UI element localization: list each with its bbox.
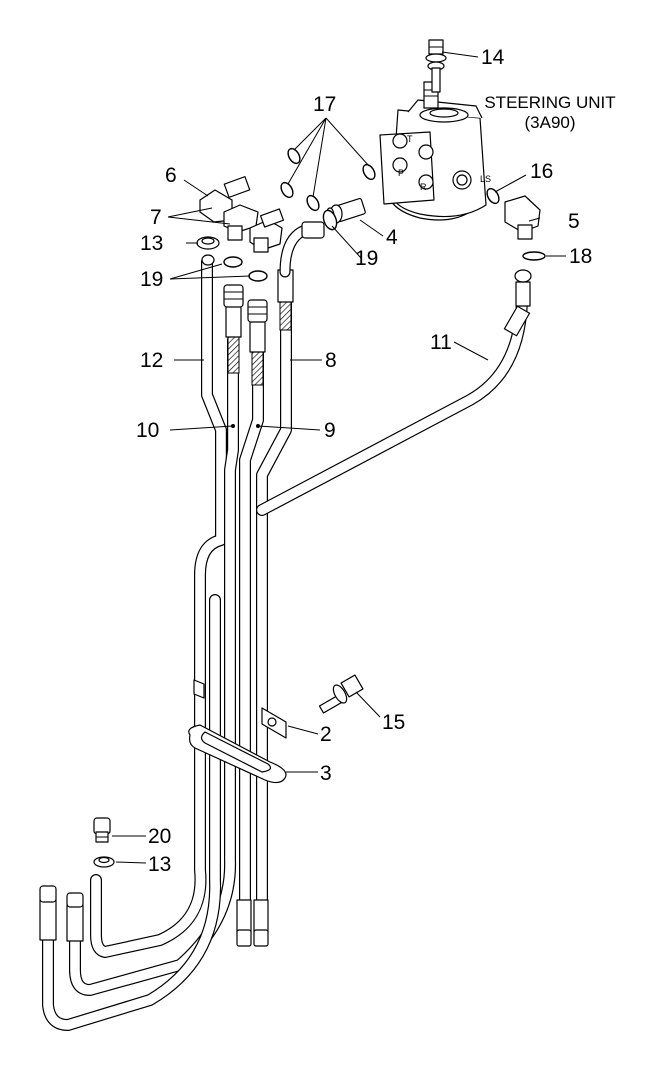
hose-fittings bbox=[39, 221, 532, 947]
elbow-7 bbox=[223, 204, 285, 253]
leader-dot bbox=[231, 424, 235, 428]
callout-8: 8 bbox=[325, 349, 337, 372]
pipe-8 bbox=[256, 294, 292, 911]
callout-15: 15 bbox=[382, 711, 405, 734]
clamp-3 bbox=[188, 724, 287, 784]
callout-6: 6 bbox=[165, 164, 177, 187]
clamp-2 bbox=[193, 679, 287, 739]
unit-model: (3A90) bbox=[524, 113, 575, 132]
port-label-ls: LS bbox=[480, 174, 491, 184]
callout-16: 16 bbox=[530, 160, 553, 183]
plug-20 bbox=[93, 817, 111, 843]
callout-3: 3 bbox=[320, 762, 332, 785]
callout-10: 10 bbox=[136, 419, 159, 442]
pipe-lower-outer bbox=[42, 594, 222, 1031]
callout-5: 5 bbox=[568, 210, 580, 233]
bolt-14 bbox=[425, 39, 447, 93]
callout-7: 7 bbox=[150, 206, 162, 229]
pipe-12 bbox=[90, 256, 227, 958]
callout-19-right: 19 bbox=[355, 247, 378, 270]
callout-13-upper: 13 bbox=[140, 232, 163, 255]
callout-12: 12 bbox=[140, 349, 163, 372]
callout-2: 2 bbox=[320, 723, 332, 746]
steering-unit: T P R LS bbox=[379, 81, 491, 221]
callout-4: 4 bbox=[386, 226, 398, 249]
callout-13-lower: 13 bbox=[148, 853, 171, 876]
callout-11: 11 bbox=[430, 331, 452, 354]
pipe-11 bbox=[256, 294, 528, 516]
callout-14: 14 bbox=[481, 46, 505, 69]
leader-dot bbox=[256, 424, 260, 428]
unit-title: STEERING UNIT bbox=[484, 93, 615, 112]
leader-lines bbox=[112, 51, 566, 864]
callout-20: 20 bbox=[148, 825, 171, 848]
elbow-5 bbox=[504, 195, 541, 240]
callout-9: 9 bbox=[324, 419, 336, 442]
port-label-r: R bbox=[420, 182, 427, 192]
callout-17: 17 bbox=[313, 93, 336, 116]
port-label-t: T bbox=[407, 134, 413, 144]
port-label-p: P bbox=[398, 168, 404, 178]
callout-18: 18 bbox=[569, 245, 592, 268]
callout-19-left: 19 bbox=[140, 268, 163, 291]
bolt-15 bbox=[318, 674, 364, 714]
